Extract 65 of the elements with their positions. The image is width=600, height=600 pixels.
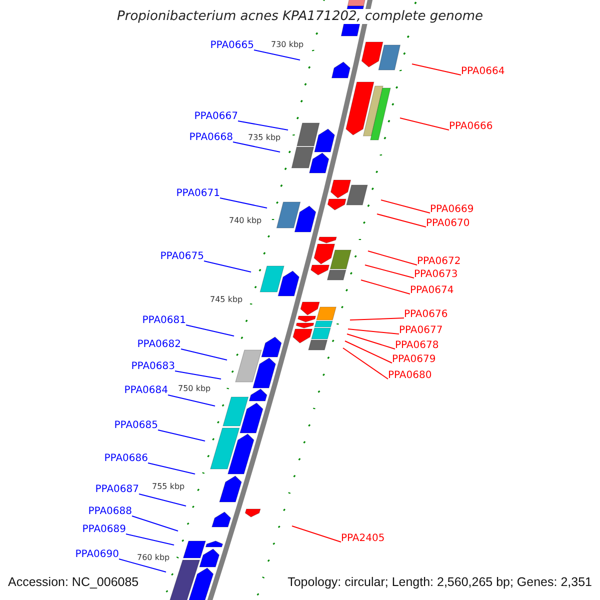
gene-label: PPA0666: [449, 121, 493, 133]
leader-line: [138, 494, 186, 506]
gene-label: PPA0671: [176, 188, 220, 200]
gene-label: PPA0685: [114, 420, 158, 432]
scale-label: 750 kbp: [178, 384, 211, 393]
gene-label: PPA0672: [417, 256, 461, 268]
gene-label: PPA0687: [95, 484, 139, 496]
gene-label: PPA0686: [104, 453, 148, 465]
leader-line: [132, 516, 178, 532]
leader-line: [364, 264, 414, 278]
gene-label: PPA0668: [189, 132, 233, 144]
scale-label: 740 kbp: [229, 216, 262, 225]
leader-line: [158, 430, 206, 442]
gene-label: PPA0677: [399, 325, 443, 337]
gene-label: PPA0682: [137, 339, 181, 351]
gene-label: PPA0670: [426, 218, 470, 230]
gene-label: PPA0678: [395, 340, 439, 352]
gene-label: PPA0679: [392, 354, 436, 366]
leader-line: [174, 370, 222, 380]
gene-label: PPA0674: [410, 285, 454, 297]
leader-line: [168, 394, 216, 406]
leader-line: [204, 260, 252, 272]
gene-label: PPA0684: [124, 385, 168, 397]
leader-line: [292, 526, 342, 542]
leader-line: [360, 280, 410, 294]
leader-line: [232, 142, 280, 152]
leader-line: [254, 50, 300, 60]
accession-text: Accession: NC_006085: [8, 575, 139, 590]
gene-label: PPA0688: [88, 506, 132, 518]
leader-line: [118, 558, 166, 572]
gene-label: PPA0664: [461, 66, 505, 78]
leader-line: [148, 462, 196, 474]
leader-line: [238, 120, 288, 130]
gene-label: PPA0673: [414, 269, 458, 281]
leader-line: [180, 348, 228, 360]
leader-line: [348, 328, 400, 334]
gene-label: PPA0689: [82, 524, 126, 536]
gene-label: PPA0690: [75, 549, 119, 561]
scale-label: 760 kbp: [137, 553, 170, 562]
leader-line: [344, 340, 392, 364]
leader-line: [380, 200, 430, 214]
gene-label: PPA2405: [341, 533, 385, 545]
gene-label: PPA0683: [131, 361, 175, 373]
leader-line: [400, 118, 450, 130]
genome-info-text: Topology: circular; Length: 2,560,265 bp; Genes: 2,351: [288, 575, 592, 590]
gene-label: PPA0667: [194, 111, 238, 123]
leader-line: [186, 324, 234, 336]
scale-label: 735 kbp: [248, 133, 281, 142]
gene-label: PPA0676: [404, 309, 448, 321]
leader-line: [376, 214, 426, 228]
leader-line: [342, 348, 388, 380]
leader-line: [412, 64, 462, 76]
leader-line: [220, 198, 268, 208]
gene-label: PPA0681: [142, 315, 186, 327]
leader-line: [368, 250, 418, 266]
scale-label: 755 kbp: [152, 482, 185, 491]
leader-line: [350, 318, 404, 320]
gene-label: PPA0665: [210, 40, 254, 52]
gene-label: PPA0680: [388, 370, 432, 382]
scale-label: 730 kbp: [271, 40, 304, 49]
gene-label: PPA0669: [430, 204, 474, 216]
leader-line: [346, 334, 396, 350]
scale-label: 745 kbp: [210, 295, 243, 304]
gene-label: PPA0675: [160, 251, 204, 263]
leader-line: [126, 534, 174, 546]
